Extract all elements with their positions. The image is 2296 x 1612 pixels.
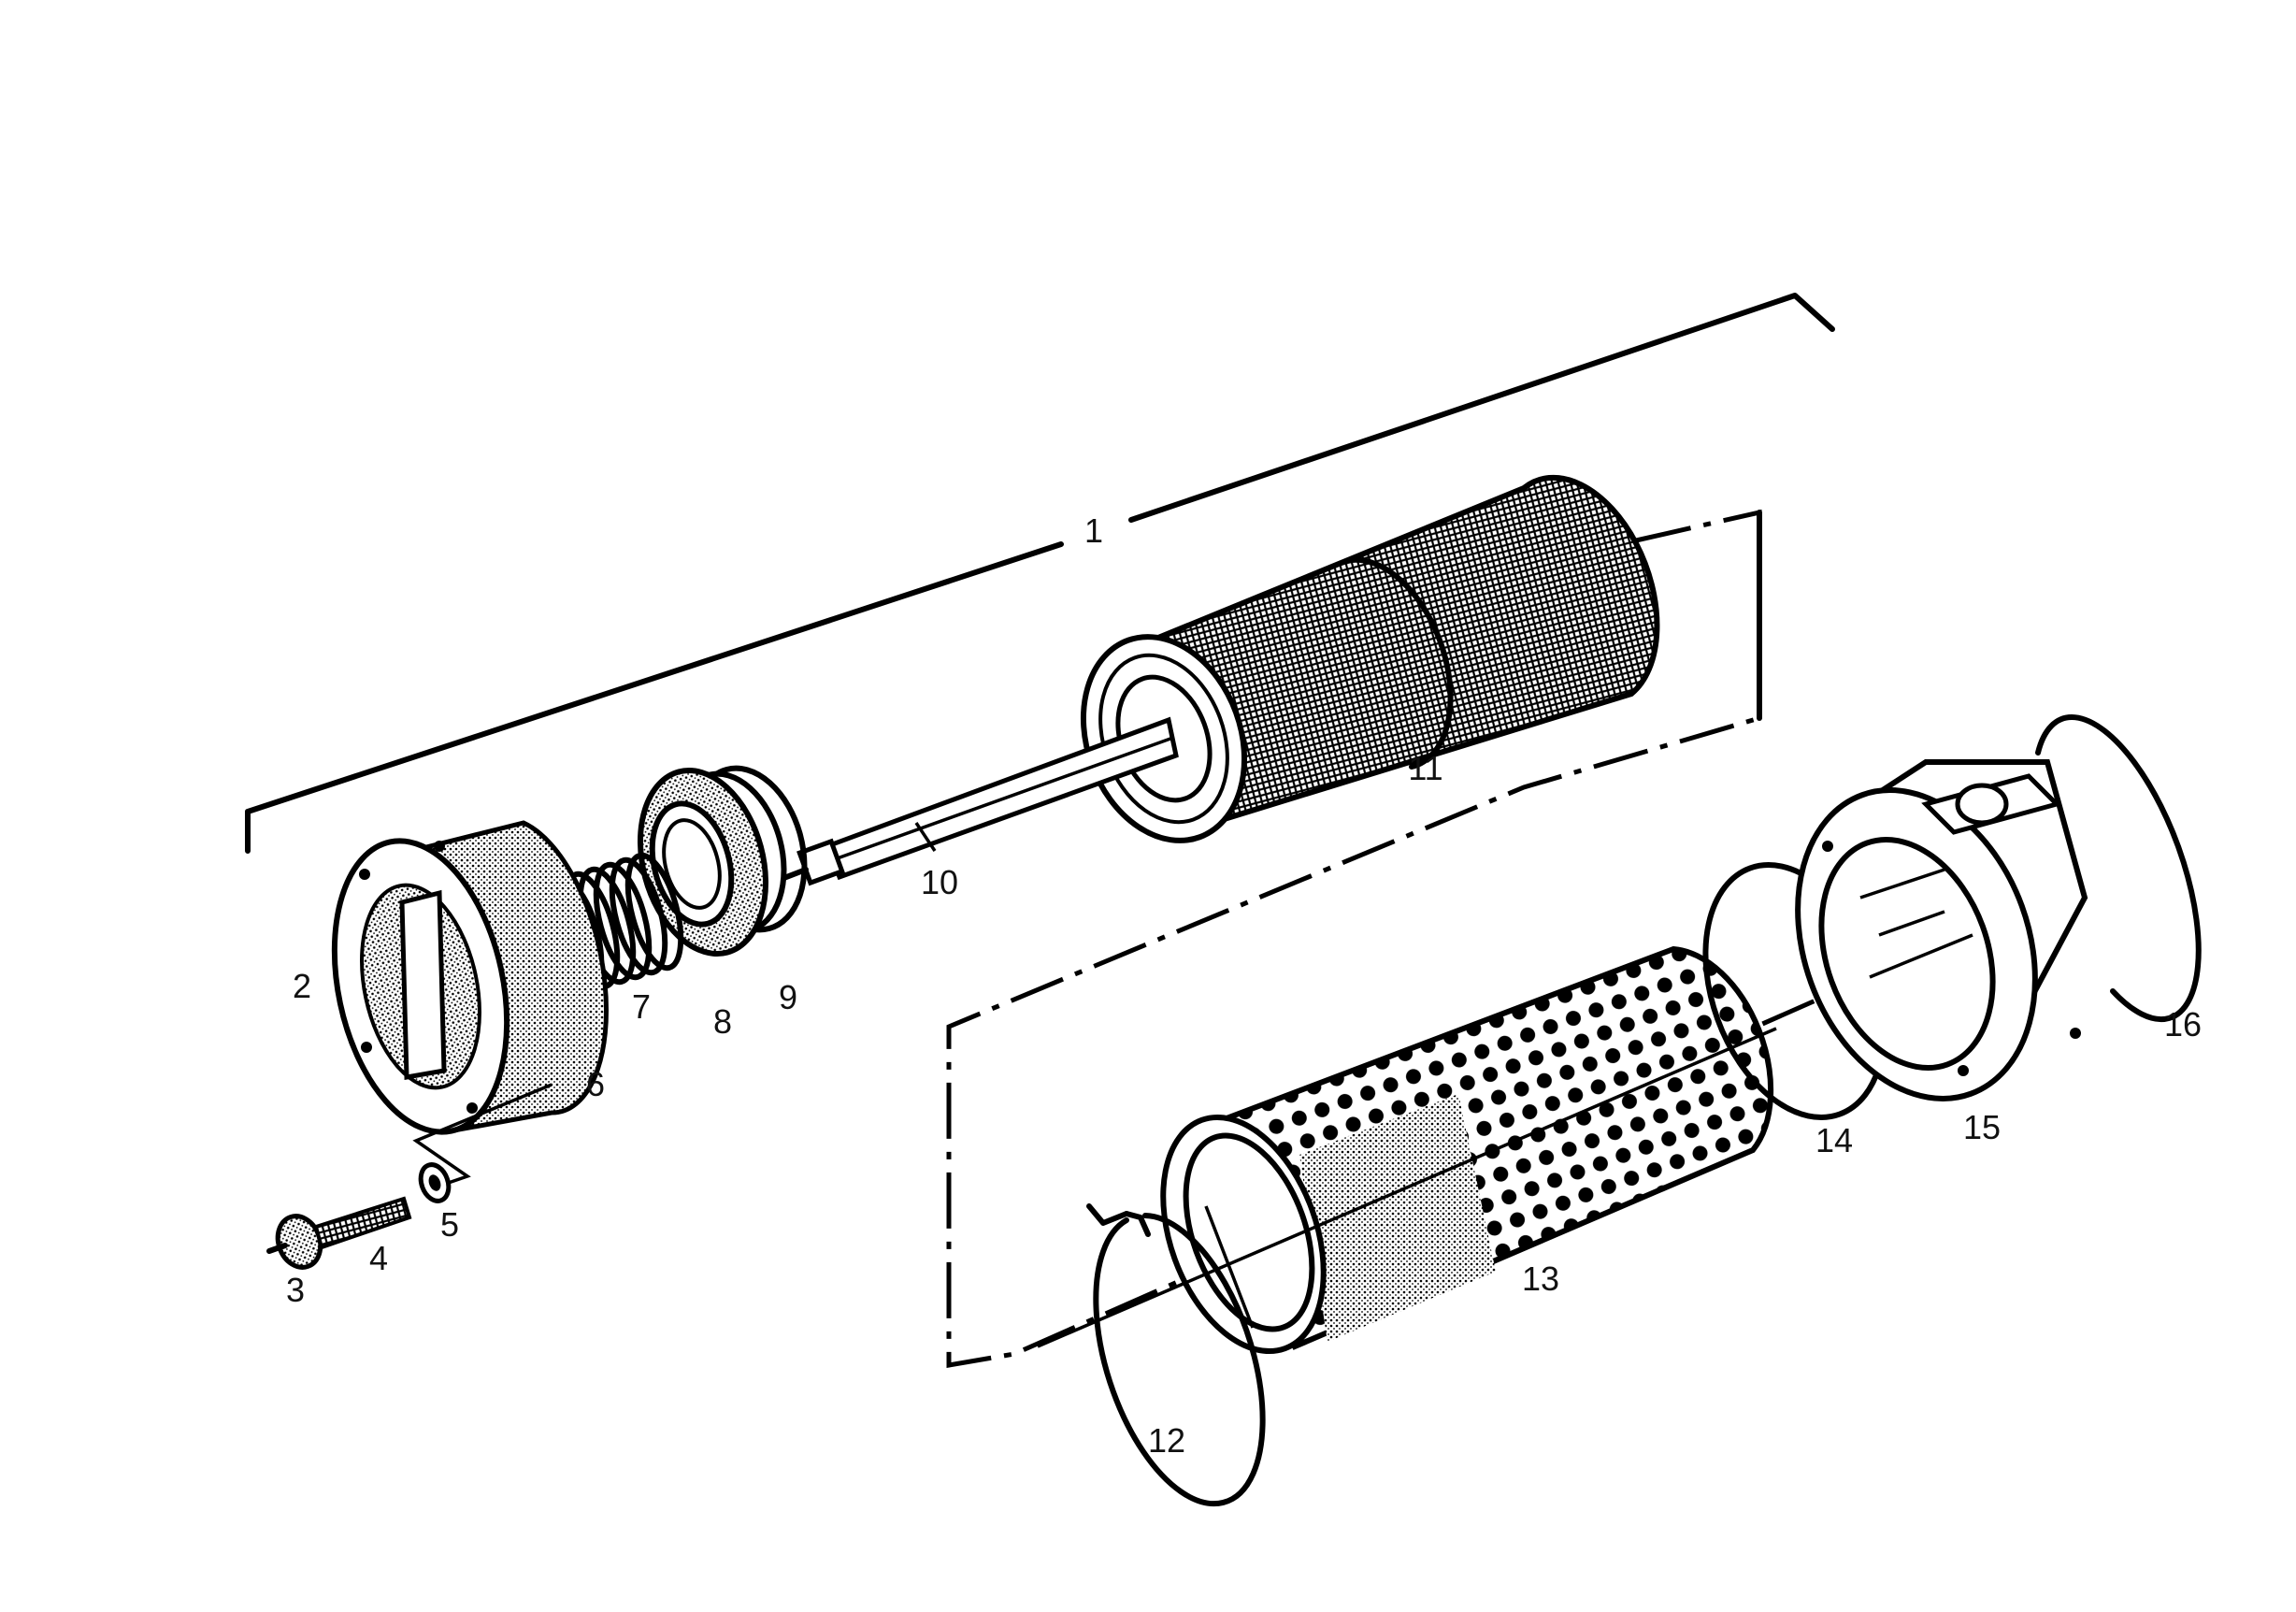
callout-13: 13 (1522, 1259, 1559, 1298)
o-ring-16 (2035, 714, 2202, 1023)
callout-16: 16 (2164, 1005, 2202, 1043)
callout-10: 10 (921, 863, 958, 901)
callout-7: 7 (632, 987, 651, 1026)
filter-element-11 (1080, 474, 1660, 843)
callout-12: 12 (1148, 1421, 1185, 1460)
assembly-bracket-1 (245, 293, 1835, 854)
stud-4 (313, 1196, 412, 1250)
callout-1: 1 (1084, 511, 1103, 550)
callout-3: 3 (286, 1271, 305, 1309)
housing-tube-13 (1160, 945, 1774, 1355)
cover-flange-2 (331, 820, 609, 1135)
centre-axis (1037, 1027, 1777, 1348)
callout-8: 8 (713, 1002, 732, 1041)
housing-head-15 (1795, 759, 2088, 1101)
sub-assembly-bracket (946, 509, 1881, 1368)
callout-6: 6 (586, 1065, 605, 1103)
washer-5 (418, 1162, 452, 1203)
callout-9: 9 (779, 978, 797, 1016)
callout-2: 2 (293, 967, 311, 1005)
callout-4: 4 (369, 1239, 388, 1277)
callout-5: 5 (440, 1205, 459, 1244)
circlip-12 (1086, 1203, 1266, 1507)
callout-labels: 1 2 3 4 5 6 7 8 9 10 11 12 13 14 15 16 (286, 511, 2202, 1460)
leader-line-2-5 (412, 1083, 552, 1189)
callout-14: 14 (1815, 1121, 1853, 1159)
callout-11: 11 (1408, 749, 1442, 787)
callout-15: 15 (1963, 1108, 2001, 1146)
spindle-10 (754, 716, 1179, 891)
